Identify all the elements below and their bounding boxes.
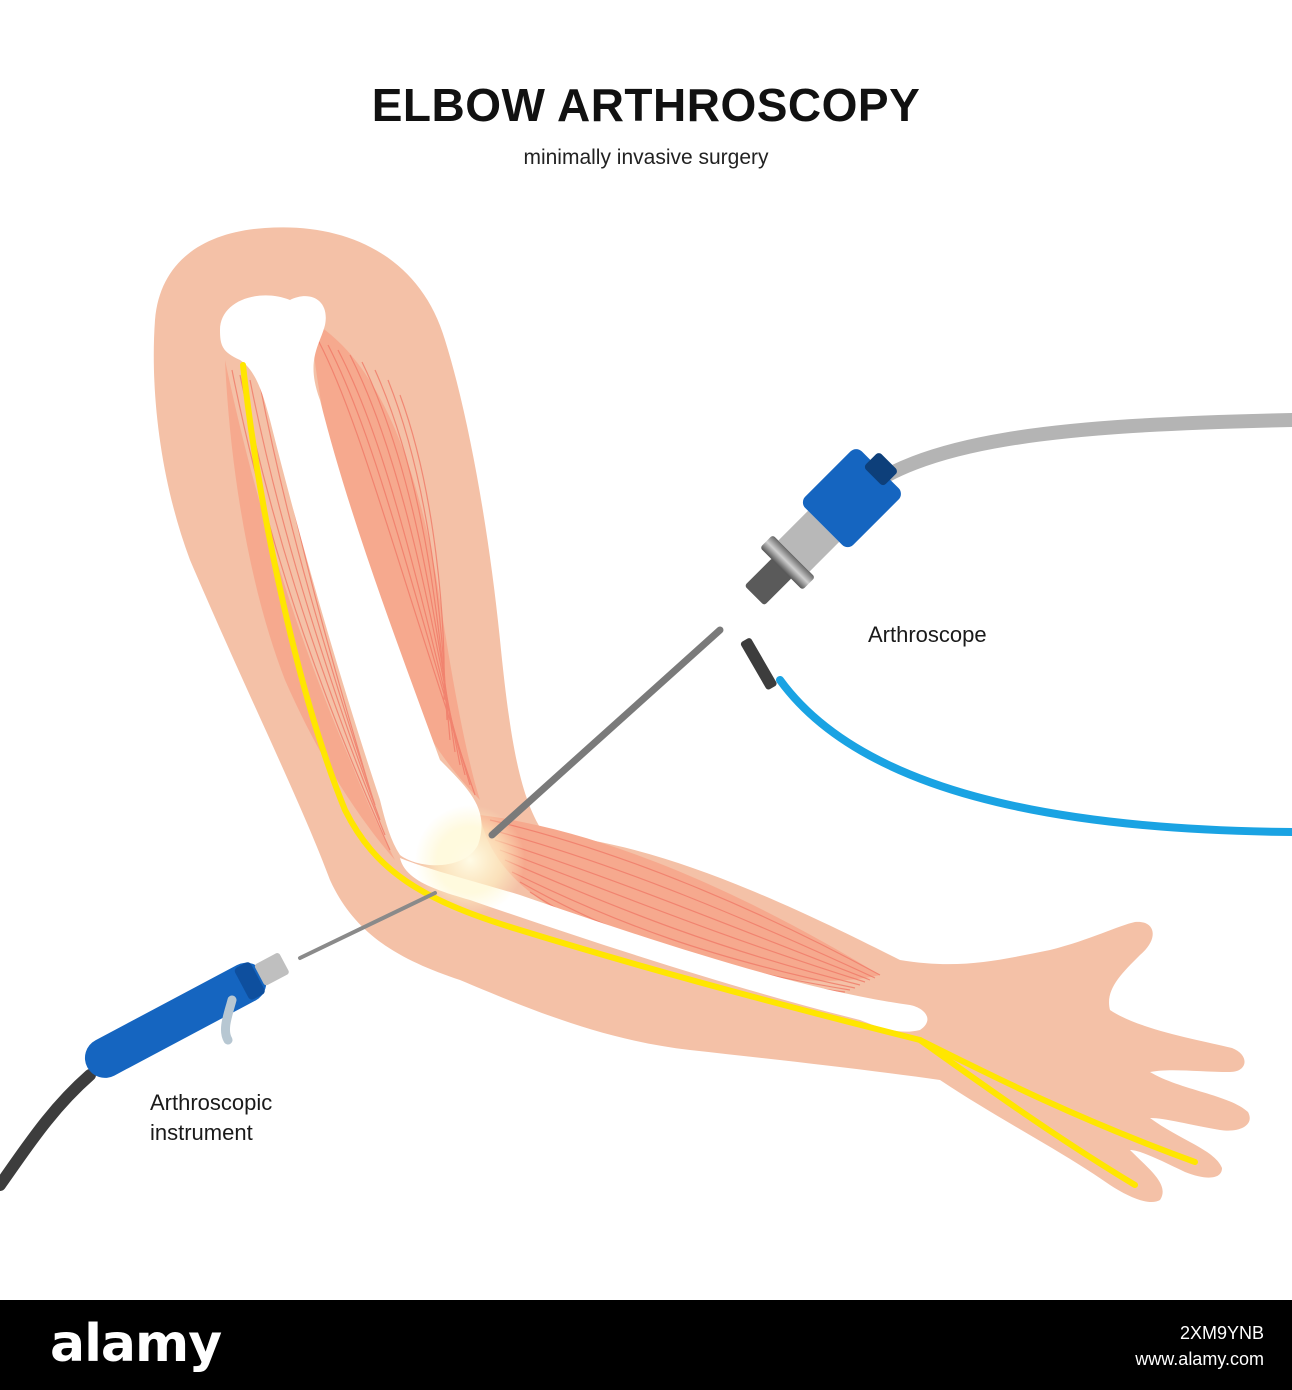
arthroscope-label: Arthroscope — [868, 622, 987, 647]
arm-skin — [153, 227, 1250, 1203]
camera-cable — [843, 413, 1292, 507]
footer-bar: alamy 2XM9YNB www.alamy.com — [0, 1300, 1292, 1390]
arthroscope-camera-icon — [488, 449, 901, 839]
ulnar-nerve — [240, 362, 1198, 1165]
humerus-bone — [220, 295, 482, 866]
biceps-muscle — [310, 320, 480, 800]
light-cable — [776, 676, 1292, 836]
ulna-radius-bones — [400, 858, 928, 1032]
instrument-cable — [0, 1069, 96, 1191]
image-url: www.alamy.com — [1135, 1349, 1264, 1369]
instrument-label: Arthroscopic instrument — [150, 1088, 272, 1148]
image-id: 2XM9YNB — [1179, 1323, 1264, 1343]
ulnar-nerve-branch — [917, 1037, 1138, 1188]
instrument-label-line2: instrument — [150, 1120, 253, 1145]
brand-logo: alamy — [50, 1314, 222, 1374]
page-subtitle: minimally invasive surgery — [523, 146, 769, 169]
elbow-arthroscopy-illustration — [0, 227, 1292, 1203]
shaver-handpiece-icon — [84, 891, 437, 1078]
image-id-block: 2XM9YNB www.alamy.com — [1135, 1320, 1264, 1372]
instrument-label-line1: Arthroscopic — [150, 1090, 273, 1115]
page-title: ELBOW ARTHROSCOPY — [371, 79, 921, 131]
